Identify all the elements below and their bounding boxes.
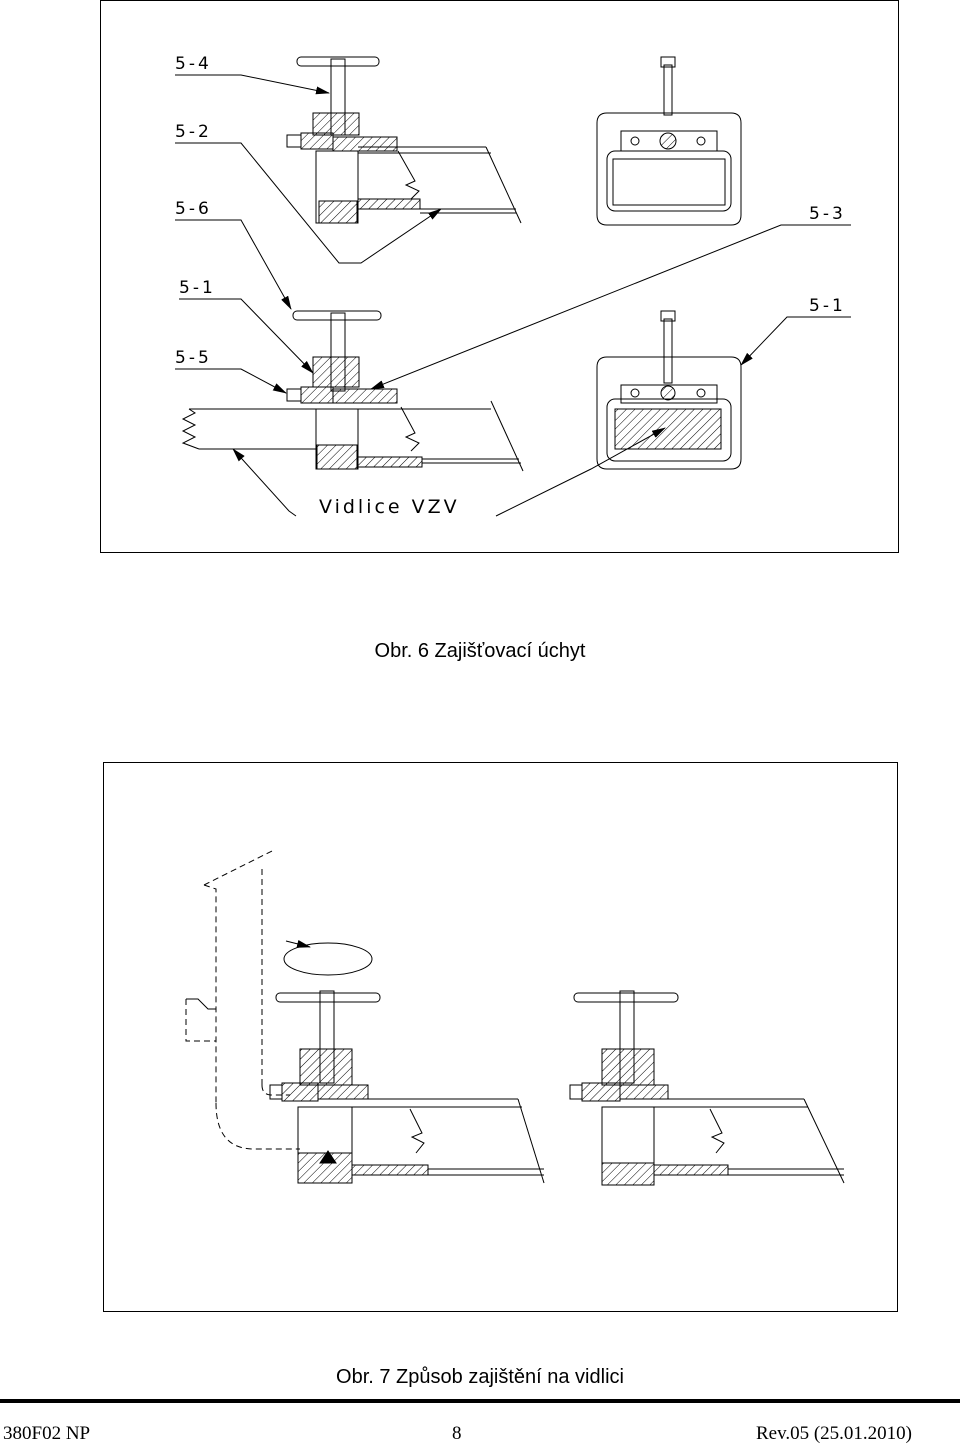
clamp-front-view-top: [596, 56, 742, 226]
clamp-front-view-bottom: [596, 310, 742, 470]
label-5-5: 5-5: [175, 348, 212, 368]
figure-7-svg: [185, 850, 845, 1186]
figure-6-drawing: 5-4 5-2 5-6 5-1 5-5 5-3 5-1 Vidlice VZV: [100, 0, 899, 553]
footer-revision: Rev.05 (25.01.2010): [755, 1423, 912, 1444]
clamp-locked: [569, 990, 845, 1186]
label-5-3: 5-3: [809, 204, 846, 224]
footer-rule: [0, 1399, 960, 1403]
label-5-1-right: 5-1: [809, 296, 846, 316]
hand-thumb: [186, 998, 216, 1010]
label-5-4: 5-4: [175, 54, 212, 74]
figure-7-caption: Obr. 7 Způsob zajištění na vidlici: [336, 1366, 624, 1388]
label-vidlice-vzv: Vidlice VZV: [319, 496, 460, 518]
clamp-on-fork-view: [181, 310, 524, 472]
label-5-6: 5-6: [175, 199, 212, 219]
rotation-indicator: [283, 942, 373, 976]
figure-6-caption: Obr. 6 Zajišťovací úchyt: [374, 640, 586, 662]
figure-6-svg: 5-4 5-2 5-6 5-1 5-5 5-3 5-1 Vidlice VZV: [175, 54, 851, 518]
footer-doc-code: 380F02 NP: [3, 1423, 91, 1444]
label-5-1-left: 5-1: [179, 278, 216, 298]
label-5-2: 5-2: [175, 122, 212, 142]
hand-outline: [203, 850, 300, 1150]
clamp-top-view: [286, 56, 522, 224]
footer-page-number: 8: [452, 1423, 462, 1444]
clamp-unlocked: [269, 990, 545, 1184]
figure-7-drawing: [103, 762, 898, 1312]
